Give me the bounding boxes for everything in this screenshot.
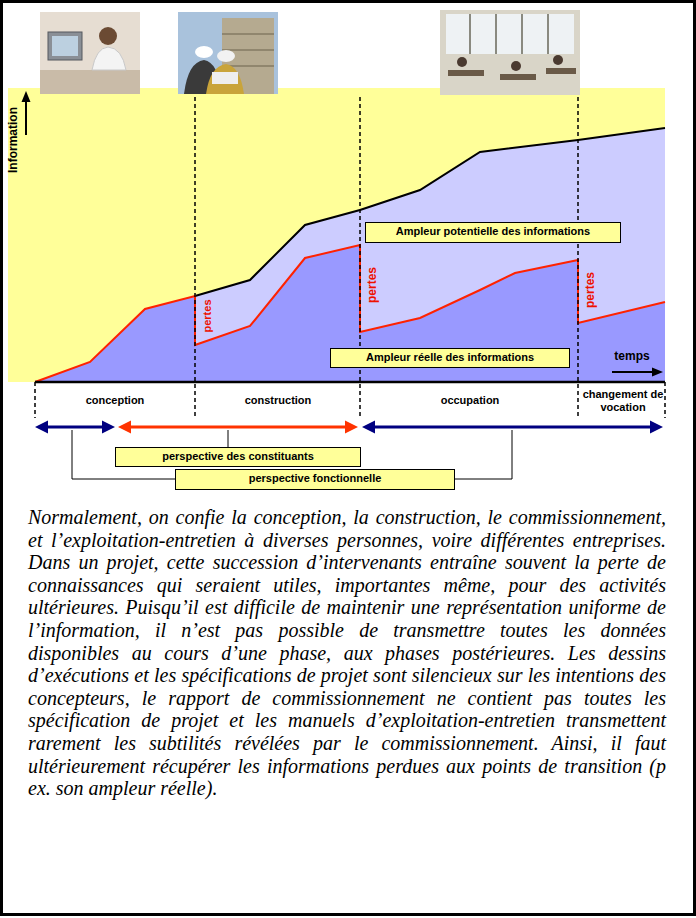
arrowhead bbox=[345, 421, 358, 434]
info-arrow bbox=[25, 100, 27, 135]
photo-screen bbox=[52, 36, 78, 56]
photo-table bbox=[500, 74, 536, 80]
phase-label: conception bbox=[86, 394, 145, 407]
actual-line bbox=[35, 245, 665, 382]
span-arrow bbox=[128, 426, 348, 429]
photo-worker bbox=[206, 64, 244, 94]
photo-ground bbox=[40, 12, 140, 94]
arrowhead bbox=[118, 421, 131, 434]
photo-plan bbox=[212, 72, 238, 84]
photo-mullion bbox=[495, 14, 497, 54]
label-box: Ampleur potentielle des informations bbox=[365, 222, 621, 243]
span-arrow bbox=[45, 426, 105, 429]
photo-mullion bbox=[469, 14, 471, 54]
photo-room bbox=[440, 10, 580, 95]
bracket-line bbox=[455, 430, 512, 479]
span-arrow bbox=[372, 426, 653, 429]
axis-or-loss-label: pertes bbox=[366, 267, 380, 303]
photo-desk bbox=[40, 70, 140, 94]
photo-design bbox=[40, 12, 140, 94]
chart-ground bbox=[8, 88, 665, 382]
arrowhead bbox=[35, 421, 48, 434]
photo-monitor bbox=[48, 32, 82, 60]
phase-label: construction bbox=[245, 394, 312, 407]
photo-body bbox=[92, 47, 126, 70]
arrowhead bbox=[362, 421, 375, 434]
time-arrow bbox=[612, 371, 654, 373]
axis-or-loss-label: pertes bbox=[584, 272, 598, 308]
box-text: Ampleur potentielle des informations bbox=[396, 225, 590, 238]
label-box: perspective fonctionnelle bbox=[175, 469, 455, 490]
bracket-line bbox=[228, 430, 229, 447]
phase-dividers bbox=[35, 97, 665, 418]
photo-hardhat bbox=[217, 50, 235, 62]
box-text: perspective fonctionnelle bbox=[249, 472, 382, 485]
phase-label: occupation bbox=[441, 394, 500, 407]
photo-mullion bbox=[521, 14, 523, 54]
photo-head bbox=[99, 27, 117, 45]
perspective-arrows bbox=[35, 421, 663, 434]
photo-person bbox=[553, 55, 563, 65]
phase-divider bbox=[577, 97, 579, 418]
phase-divider bbox=[194, 97, 196, 418]
arrowhead bbox=[102, 421, 115, 434]
phase-label: temps bbox=[614, 350, 649, 364]
photo-person bbox=[511, 61, 521, 71]
photo-table bbox=[448, 70, 484, 76]
figure-caption: Normalement, on confie la conception, la… bbox=[28, 506, 666, 800]
photo-sky bbox=[178, 12, 278, 94]
label-box: perspective des constituants bbox=[115, 447, 361, 467]
axis-or-loss-label: Information bbox=[7, 107, 21, 173]
potential-line bbox=[195, 128, 665, 296]
phase-divider bbox=[359, 97, 361, 418]
photo-hardhat bbox=[195, 46, 213, 58]
phase-divider bbox=[34, 382, 36, 418]
photo-mullions bbox=[470, 14, 548, 54]
arrowhead bbox=[650, 421, 663, 434]
axis-or-loss-label: pertes bbox=[201, 299, 214, 332]
time-arrowhead bbox=[652, 368, 663, 377]
photo-floor bbox=[222, 49, 274, 51]
photo-floor bbox=[222, 33, 274, 35]
label-box: Ampleur réelle des informations bbox=[330, 348, 570, 368]
photo-construction bbox=[178, 12, 278, 94]
potential-area bbox=[35, 128, 665, 382]
phase-divider bbox=[664, 382, 666, 418]
box-text: perspective des constituants bbox=[162, 450, 314, 463]
photo-mullion bbox=[547, 14, 549, 54]
photo-person bbox=[457, 57, 467, 67]
photo-table bbox=[546, 68, 576, 74]
time-axis bbox=[35, 381, 665, 384]
info-arrowhead bbox=[22, 91, 31, 102]
photo-occupation bbox=[440, 10, 580, 95]
photo-windows bbox=[446, 14, 574, 54]
box-text: Ampleur réelle des informations bbox=[366, 351, 534, 364]
phase-label: changement de vocation bbox=[582, 388, 664, 413]
actual-area bbox=[35, 245, 665, 382]
